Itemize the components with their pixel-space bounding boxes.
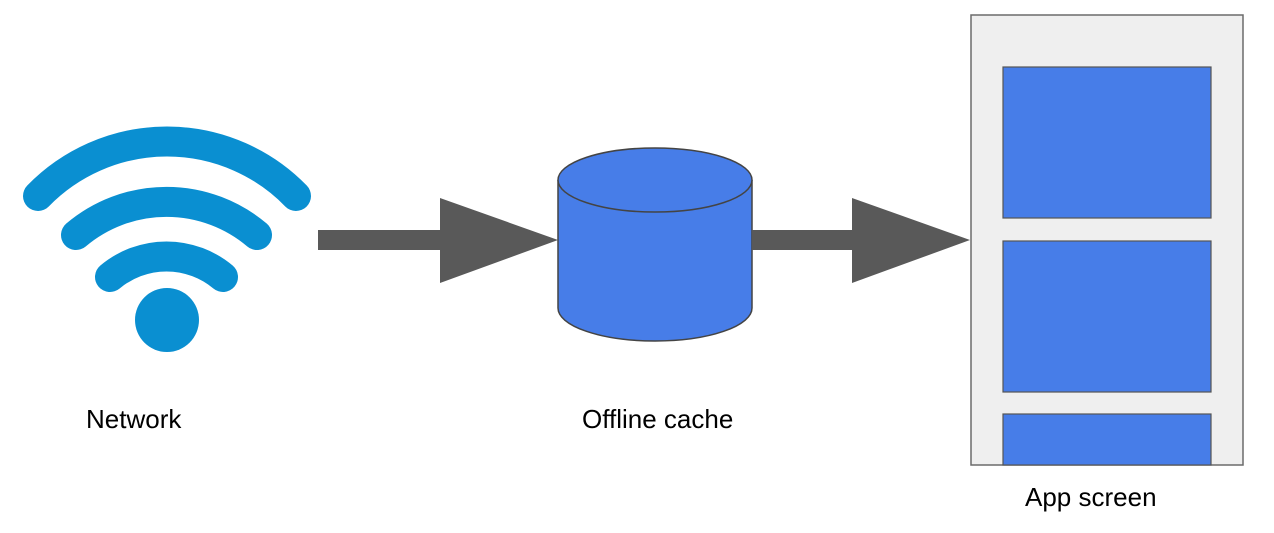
content-card (1002, 413, 1212, 466)
phone-screen-icon (970, 14, 1244, 466)
arrow-cache-to-app (752, 198, 970, 283)
cylinder-top (557, 147, 753, 213)
arrow-head (852, 198, 970, 283)
content-card (1002, 240, 1212, 393)
arrow-shaft (318, 230, 443, 250)
arrow-shaft (752, 230, 855, 250)
wifi-arc-middle (61, 186, 272, 250)
wifi-arc-outer (23, 126, 311, 211)
network-label: Network (86, 404, 182, 434)
arrow-network-to-cache (318, 198, 558, 283)
wifi-dot (135, 288, 199, 352)
cylinder-body (557, 180, 753, 342)
arrow-head (440, 198, 558, 283)
offline-cache-label: Offline cache (582, 404, 734, 434)
database-cylinder-icon (557, 147, 753, 342)
content-card (1002, 66, 1212, 219)
app-screen-label: App screen (1025, 482, 1157, 512)
wifi-arc-inner (95, 241, 238, 292)
wifi-icon (23, 126, 311, 352)
